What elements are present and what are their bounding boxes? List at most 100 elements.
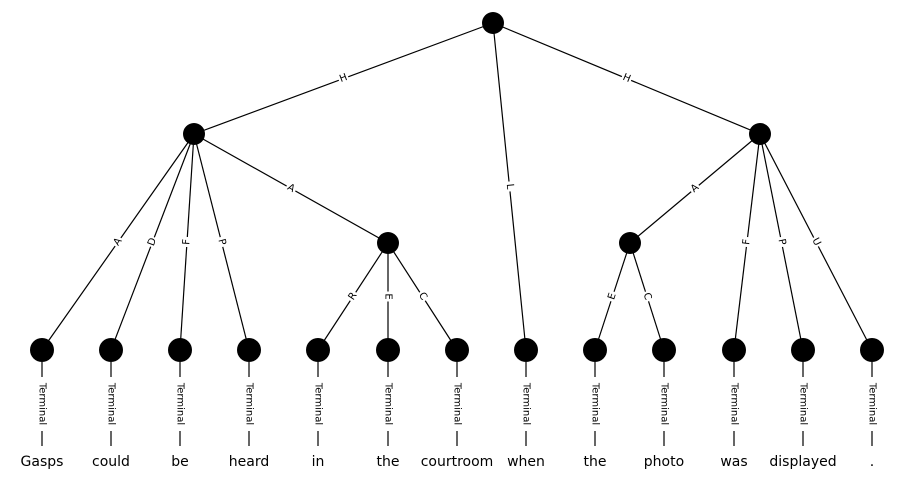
edge-label-group: H — [336, 71, 351, 86]
edge-label: U — [809, 236, 822, 248]
terminal-label: Terminal — [729, 382, 740, 425]
terminal-links-layer: Terminal Terminal Terminal Terminal Terminal… — [36, 362, 878, 446]
terminal-node — [445, 338, 469, 362]
terminal-label-group: Terminal — [382, 377, 394, 431]
terminal-label-background — [520, 377, 532, 431]
edge-label-group: L — [503, 180, 516, 193]
terminal-label-background — [728, 377, 740, 431]
terminal-word: photo — [644, 454, 684, 470]
terminal-node — [791, 338, 815, 362]
terminal-word: in — [312, 454, 325, 470]
terminal-node — [168, 338, 192, 362]
terminal-label-background — [382, 377, 394, 431]
edge-label: P — [776, 238, 788, 246]
edge-label: P — [215, 238, 227, 247]
terminal-node — [306, 338, 330, 362]
terminal-label: Terminal — [521, 382, 532, 425]
terminal-label-background — [451, 377, 463, 431]
edge-label: F — [181, 239, 192, 246]
terminal-label-group: Terminal — [658, 377, 670, 431]
terminal-node — [652, 338, 676, 362]
edge-label-group: E — [382, 291, 394, 302]
terminal-word: heard — [229, 454, 269, 470]
terminal-label-group: Terminal — [797, 377, 809, 431]
edge-label-group: P — [774, 235, 789, 249]
terminal-label-group: Terminal — [728, 377, 740, 431]
edge-label-background — [740, 236, 754, 248]
terminal-word: be — [171, 454, 189, 470]
terminal-label-group: Terminal — [866, 377, 878, 431]
nodes-layer — [30, 12, 884, 362]
edge-label-group: A — [687, 180, 703, 197]
edge-label-background — [214, 235, 229, 249]
terminal-word: the — [377, 454, 400, 470]
edge-label-group: F — [740, 236, 754, 248]
edge-label-group: D — [145, 235, 160, 249]
terminal-node — [514, 338, 538, 362]
edge-label: D — [146, 236, 159, 247]
edge-label-group: E — [605, 289, 620, 304]
terminal-word: the — [584, 454, 607, 470]
edge-label-group: C — [414, 289, 431, 304]
edge-label: C — [416, 291, 429, 303]
terminal-label: Terminal — [590, 382, 601, 425]
edge-label-background — [639, 289, 655, 304]
terminal-label-group: Terminal — [589, 377, 601, 431]
edge-label-background — [687, 180, 703, 197]
terminal-node — [583, 338, 607, 362]
edge-label-group: A — [283, 180, 299, 197]
edge-label: H — [621, 72, 632, 85]
terminal-label-group: Terminal — [312, 377, 324, 431]
terminal-label-group: Terminal — [36, 377, 48, 431]
edge-label-group: F — [180, 236, 194, 248]
terminal-label: Terminal — [175, 382, 186, 425]
edge-label: L — [504, 183, 516, 190]
edge-label: E — [606, 292, 618, 301]
edge-label-group: R — [345, 289, 361, 304]
terminal-label-group: Terminal — [520, 377, 532, 431]
terminal-label: Terminal — [37, 382, 48, 425]
edge-label: R — [346, 291, 359, 303]
edge-label: A — [285, 182, 296, 195]
terminal-label-background — [36, 377, 48, 431]
terminal-node — [376, 338, 400, 362]
edge-label: F — [741, 238, 753, 245]
edge-label-background — [774, 235, 789, 249]
terminal-label-group: Terminal — [174, 377, 186, 431]
terminal-label-background — [866, 377, 878, 431]
terminal-label: Terminal — [383, 382, 394, 425]
terminal-label-group: Terminal — [451, 377, 463, 431]
terminal-word: displayed — [769, 454, 836, 470]
edge-label-background — [503, 180, 516, 193]
internal-node — [619, 232, 641, 254]
internal-node — [183, 123, 205, 145]
terminal-label-background — [174, 377, 186, 431]
edge-label-background — [145, 235, 160, 249]
terminal-word: when — [507, 454, 545, 470]
edge-label-background — [808, 234, 824, 250]
terminal-label-background — [243, 377, 255, 431]
edge-label-background — [283, 180, 299, 197]
edge-label: A — [689, 182, 701, 195]
terminal-label: Terminal — [867, 382, 878, 425]
terminal-label: Terminal — [313, 382, 324, 425]
terminal-label: Terminal — [452, 382, 463, 425]
edge-label-group: A — [110, 234, 126, 250]
edge-label-background — [110, 234, 126, 250]
terminal-label-background — [589, 377, 601, 431]
terminal-word: . — [870, 454, 874, 470]
edge-label: C — [641, 292, 654, 302]
terminal-word: could — [92, 454, 130, 470]
edge-label-background — [619, 71, 634, 86]
edge-label-background — [605, 289, 620, 304]
edge-label-background — [180, 236, 194, 248]
edge-label-background — [345, 289, 361, 304]
terminal-label-group: Terminal — [105, 377, 117, 431]
edge-label-background — [382, 291, 394, 302]
edge-label-group: H — [619, 71, 634, 86]
edges-layer: H L H A D F P A R E C A F P U E C — [41, 22, 873, 351]
terminal-word: courtroom — [421, 454, 494, 470]
terminal-label-background — [658, 377, 670, 431]
